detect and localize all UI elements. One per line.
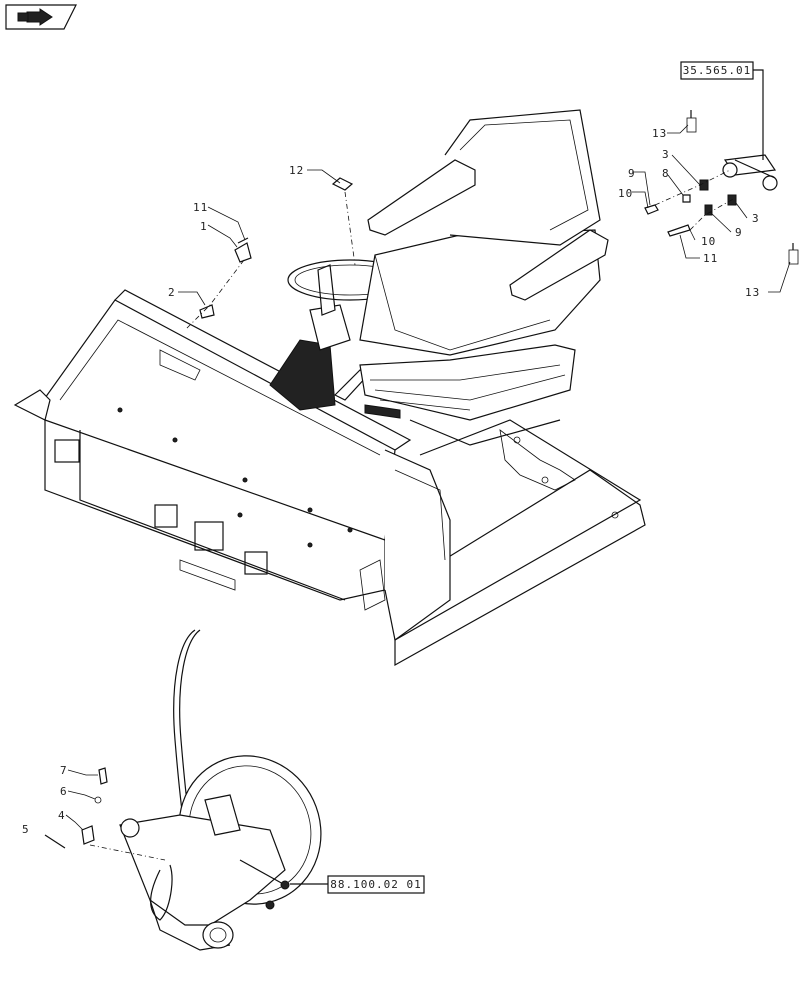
callout-label: 10 [618,187,633,200]
machine-body-illustration [13,109,646,667]
callout-label: 1 [200,220,208,233]
leader-lines [65,124,791,831]
callout-label: 7 [60,764,68,777]
callout-label: 2 [168,286,176,299]
callout-label: 10 [701,235,716,248]
callout-label: 6 [60,785,68,798]
reference-label: 88.100.02 01 [330,878,421,891]
reference-box-top[interactable]: 35.565.01 [680,61,764,160]
pedal-assembly-illustration [44,629,322,951]
callout-label: 12 [289,164,304,177]
callout-numbers: 11 1 2 12 13 3 3 8 9 9 10 10 11 13 7 6 4… [22,127,760,836]
arrow-forward-icon[interactable] [5,4,77,30]
callout-label: 8 [662,167,670,180]
callout-label: 13 [652,127,667,140]
callout-label: 11 [193,201,208,214]
callout-label: 9 [628,167,636,180]
reference-box-bottom[interactable]: 88.100.02 01 [290,875,425,894]
callout-label: 5 [22,823,30,836]
callout-label: 11 [703,252,718,265]
callout-label: 3 [752,212,760,225]
callout-label: 9 [735,226,743,239]
callout-label: 4 [58,809,66,822]
reference-label: 35.565.01 [683,64,752,77]
callout-label: 3 [662,148,670,161]
callout-label: 13 [745,286,760,299]
